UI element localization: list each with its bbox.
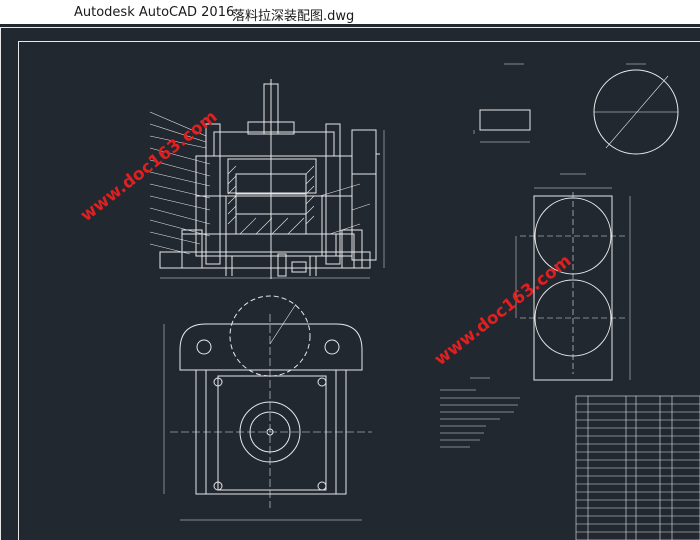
cad-drawing[interactable]: www.doc163.com www.doc163.com xyxy=(0,24,700,540)
outer-frame xyxy=(0,27,700,540)
file-name: 落料拉深装配图.dwg xyxy=(232,9,355,24)
section-view xyxy=(149,79,385,282)
inner-frame xyxy=(18,41,700,540)
window-titlebar: Autodesk AutoCAD 2016 落料拉深装配图.dwg xyxy=(0,0,700,24)
blank-circle-view xyxy=(593,63,679,155)
drawing-canvas[interactable]: www.doc163.com www.doc163.com xyxy=(0,24,700,540)
plan-view xyxy=(163,295,372,521)
app-title: Autodesk AutoCAD 2016 xyxy=(74,5,235,20)
strip-layout-view xyxy=(515,173,631,381)
watermark: www.doc163.com xyxy=(77,107,222,226)
parts-list-table xyxy=(575,395,700,540)
workpiece-view xyxy=(473,63,531,143)
technical-notes xyxy=(440,377,520,448)
watermark: www.doc163.com xyxy=(431,251,576,370)
